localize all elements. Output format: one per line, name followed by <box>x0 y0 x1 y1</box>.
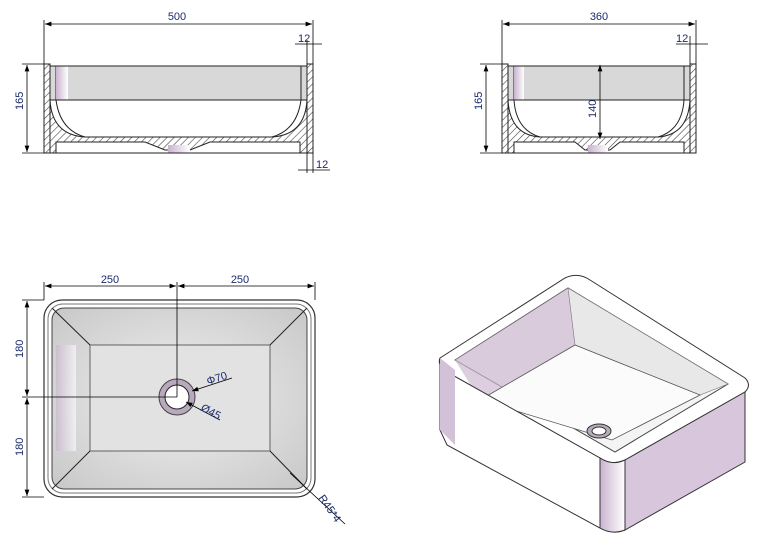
top-view: 250 250 180 180 Φ70 Ø45 R45*4 <box>14 274 346 525</box>
dim-right-250: 250 <box>231 274 249 286</box>
dim-depth-140: 140 <box>587 100 599 118</box>
dim-left-250: 250 <box>101 274 119 286</box>
isometric-view <box>438 274 749 533</box>
dim-rim-top: 12 <box>298 33 310 45</box>
dim-rim: 12 <box>676 33 688 45</box>
dim-height-165: 165 <box>473 92 485 110</box>
dim-rim-bottom: 12 <box>316 159 328 171</box>
dim-lower-180: 180 <box>14 438 26 456</box>
side-section-view: 360 12 165 140 <box>473 11 708 154</box>
dim-width-360: 360 <box>590 11 608 23</box>
front-section-view: 500 12 165 12 <box>14 11 330 173</box>
dim-corner-radius: R45*4 <box>316 493 343 525</box>
dim-height-165: 165 <box>14 92 26 110</box>
dim-upper-180: 180 <box>14 340 26 358</box>
dim-width-500: 500 <box>168 11 186 23</box>
